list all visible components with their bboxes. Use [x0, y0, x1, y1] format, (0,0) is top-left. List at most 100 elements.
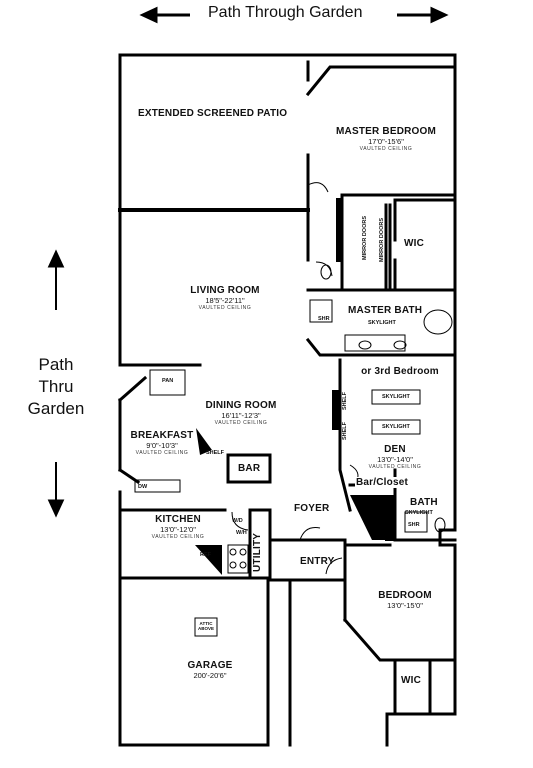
wic2 [393, 658, 432, 714]
room-breakfast-ceiling: VAULTED CEILING [135, 450, 189, 456]
mirror-doors-label-2: MIRROR DOORS [379, 218, 385, 262]
room-den-dims: 13'0"-14'0" [377, 455, 413, 464]
room-foyer-name: FOYER [294, 503, 330, 514]
wedge-kitchen [195, 545, 222, 575]
room-bedroom: BEDROOM 13'0"-15'0" [370, 590, 440, 610]
room-wic-bedroom: WIC [401, 675, 422, 686]
room-living-room-ceiling: VAULTED CEILING [198, 305, 252, 311]
den-skylight-2: SKYLIGHT [382, 424, 410, 430]
room-den-heading: or 3rd Bedroom [361, 366, 439, 377]
header-title: Path Through Garden [208, 4, 363, 21]
side-label-line2: Thru [38, 377, 74, 396]
room-entry-name: ENTRY [300, 556, 335, 567]
shower-stall [309, 299, 333, 323]
room-kitchen: KITCHEN 13'0"-12'0" VAULTED CEILING [140, 514, 216, 540]
side-label: Path Thru Garden [24, 354, 88, 420]
room-dining-room-ceiling: VAULTED CEILING [214, 420, 268, 426]
kitchen-counter [134, 479, 181, 493]
wedge-breakfast [196, 428, 212, 455]
utility-walls [248, 508, 272, 580]
room-den: or 3rd Bedroom [345, 366, 455, 377]
master-bay [305, 65, 457, 97]
room-patio-name: EXTENDED SCREENED PATIO [138, 108, 288, 119]
room-den-ceiling: VAULTED CEILING [368, 464, 422, 470]
pantry-box [149, 369, 186, 396]
bath-shower: SHR [408, 522, 420, 528]
room-bedroom-name: BEDROOM [378, 590, 432, 601]
den-skylight-1: SKYLIGHT [382, 394, 410, 400]
tub [423, 309, 453, 335]
room-dining-room-dims: 16'11"-12'3" [221, 411, 261, 420]
side-arrow-down-head [47, 499, 65, 518]
column-den [332, 390, 340, 430]
room-dining-room: DINING ROOM 16'11"-12'3" VAULTED CEILING [200, 400, 282, 426]
header-arrow-right-head [430, 6, 449, 24]
ref-label: REF [200, 552, 211, 558]
wh-label: W/H [236, 530, 247, 536]
dining-bar [226, 453, 272, 484]
sink-2 [393, 340, 407, 350]
header-arrow-left-head [139, 6, 158, 24]
door-swing-kitchen [231, 511, 249, 531]
skylight-bath [344, 334, 406, 352]
door-swing-entry [299, 527, 321, 541]
entry-walls [268, 538, 347, 747]
room-living-room-name: LIVING ROOM [190, 285, 260, 296]
room-utility-name: UTILITY [252, 532, 263, 572]
room-master-bedroom: MASTER BEDROOM 17'0"-15'6" VAULTED CEILI… [336, 126, 436, 152]
room-bath-name: BATH [410, 497, 438, 508]
side-label-line1: Path [38, 355, 74, 374]
pantry-label: PAN [162, 378, 174, 384]
room-garage-name: GARAGE [187, 660, 233, 671]
wd-label: W/D [232, 518, 243, 524]
room-kitchen-ceiling: VAULTED CEILING [151, 534, 205, 540]
room-den-name: DEN [384, 444, 406, 455]
skylight-den-2 [371, 419, 421, 435]
skylight-den-1 [371, 389, 421, 405]
sink-1 [358, 340, 372, 350]
side-label-line3: Garden [27, 399, 85, 418]
room-master-bedroom-dims: 17'0"-15'6" [368, 137, 404, 146]
toilet-2 [434, 517, 446, 533]
shelf-label-den-1: SHELF [342, 421, 348, 440]
side-arrow-up-head [47, 249, 65, 268]
stove [227, 544, 249, 574]
attic-box [194, 617, 218, 637]
room-wic-master: WIC [404, 238, 425, 249]
room-living-room-dims: 18'5"-22'11" [205, 296, 245, 305]
wedge-bar-closet [350, 495, 395, 540]
door-swing-patio [307, 182, 329, 193]
door-swing-bedroom [325, 557, 343, 575]
garage-wall [118, 576, 270, 747]
room-den-body: DEN 13'0"-14'0" VAULTED CEILING [355, 444, 435, 470]
garage-attic-label: ATTIC ABOVE [197, 621, 214, 631]
outer-wall [118, 53, 457, 747]
mirror-doors-label-1: MIRROR DOORS [362, 216, 368, 260]
breakfast-bay [117, 363, 148, 485]
room-master-bedroom-ceiling: VAULTED CEILING [359, 146, 413, 152]
room-kitchen-name: KITCHEN [155, 514, 201, 525]
room-master-bath-name: MASTER BATH [348, 305, 423, 316]
room-breakfast: BREAKFAST 9'0"-10'3" VAULTED CEILING [128, 430, 196, 456]
master-bath-shower: SHR [318, 316, 330, 322]
bar-closet-label: Bar/Closet [355, 477, 410, 488]
shelf-label-den-2: SHELF [342, 391, 348, 410]
room-breakfast-name: BREAKFAST [130, 430, 194, 441]
room-living-room: LIVING ROOM 18'5"-22'11" VAULTED CEILING [180, 285, 270, 311]
wic-box [393, 198, 457, 292]
shower-2 [404, 511, 428, 533]
room-garage: GARAGE 200'-20'6" [170, 660, 250, 680]
bath-skylight: SKYLIGHT [405, 510, 433, 516]
master-bath-skylight: SKYLIGHT [368, 320, 396, 326]
bar-label: BAR [238, 463, 261, 474]
room-breakfast-dims: 9'0"-10'3" [146, 441, 178, 450]
room-dining-room-name: DINING ROOM [205, 400, 277, 411]
door-swing-master [315, 261, 333, 277]
room-bedroom-dims: 13'0"-15'0" [387, 601, 423, 610]
room-garage-dims: 200'-20'6" [193, 671, 227, 680]
shelf-label-dining: SHELF [206, 450, 225, 456]
toilet [320, 264, 332, 280]
column-master-bath [336, 198, 342, 262]
room-master-bedroom-name: MASTER BEDROOM [336, 126, 437, 137]
